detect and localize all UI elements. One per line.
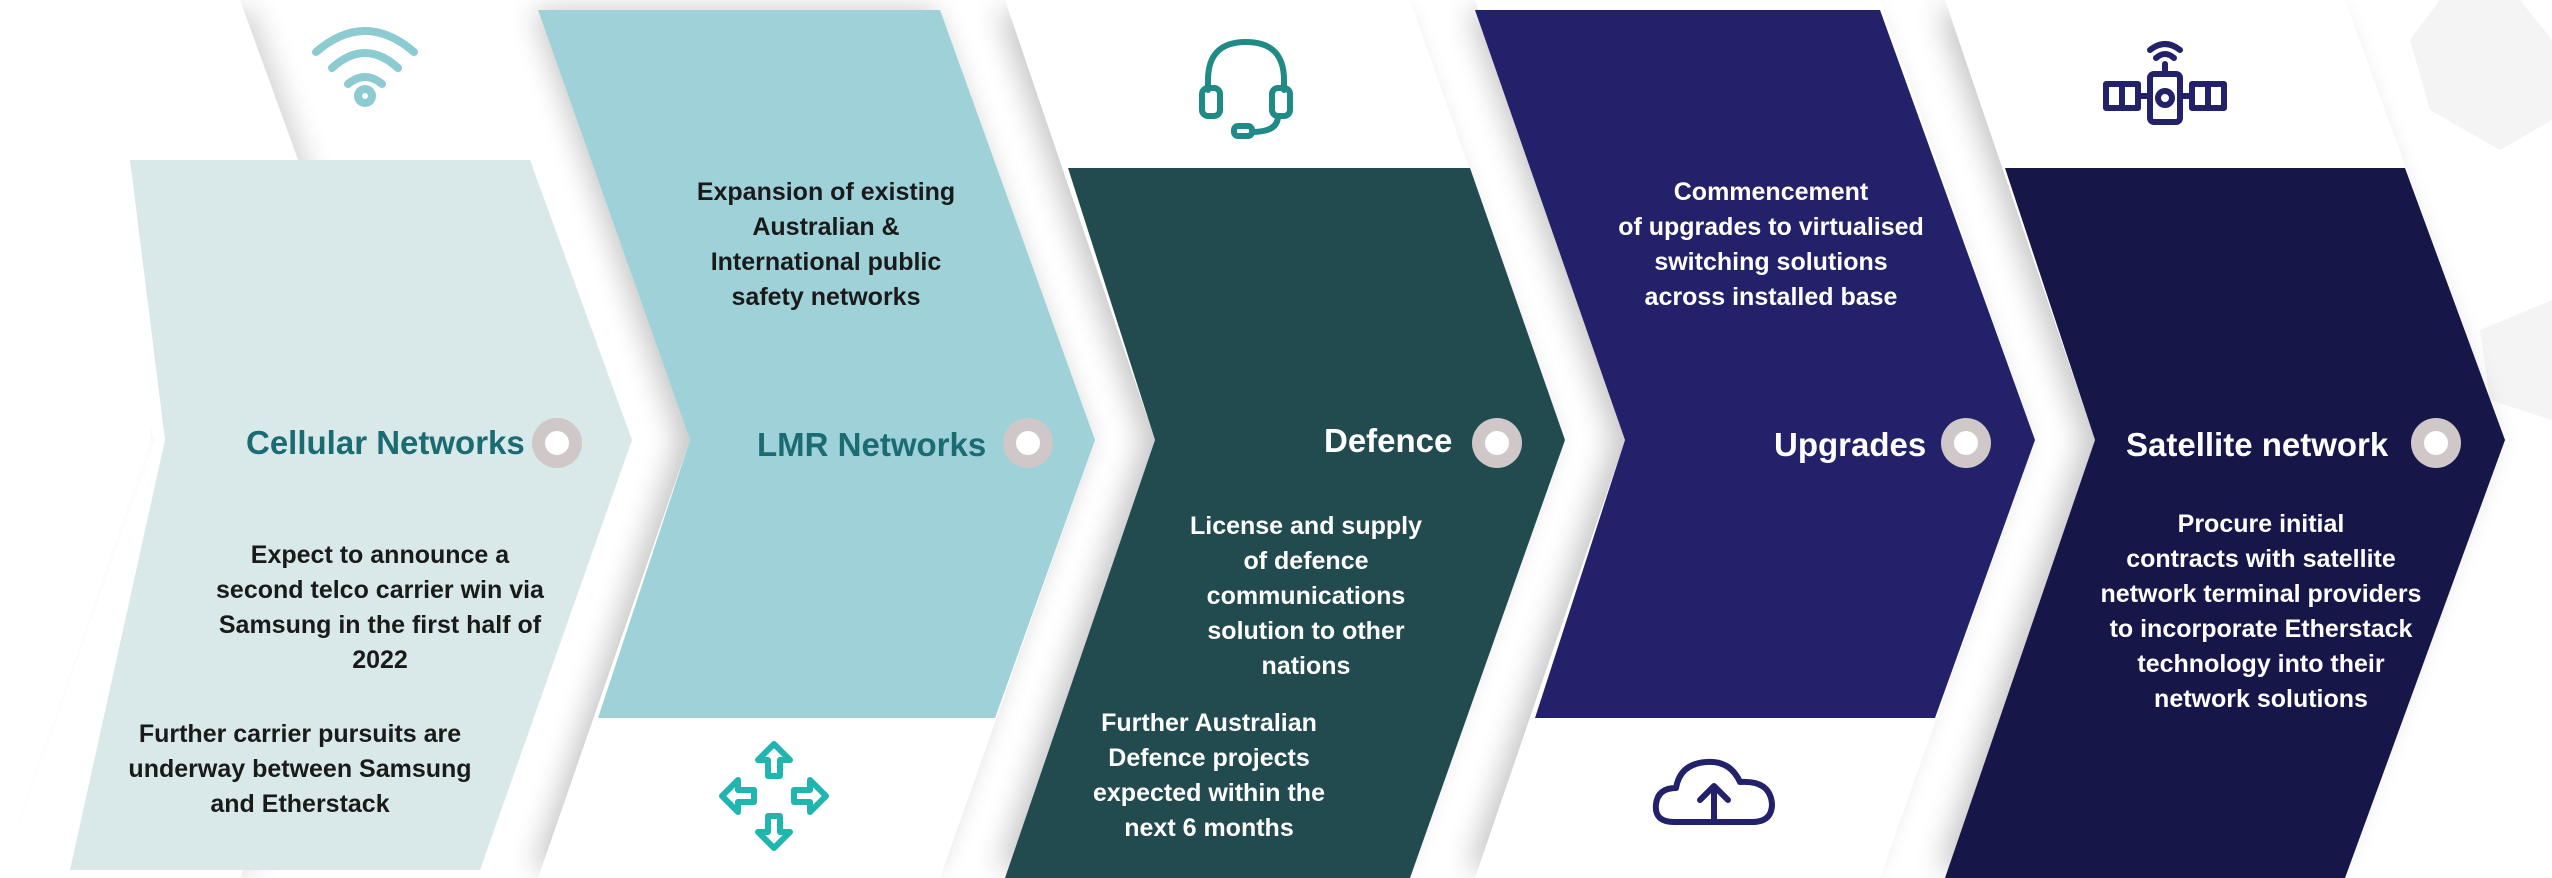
text-line: 2022: [352, 646, 408, 674]
text-line: International public: [710, 248, 942, 276]
upgrades-panel: [1475, 10, 2035, 718]
text-line: across installed base: [1644, 283, 1898, 311]
text-line: contracts with satellite: [2126, 545, 2396, 573]
cellular-panel: [70, 160, 632, 870]
text-line: and Etherstack: [210, 790, 390, 818]
lmr-networks-title: LMR Networks: [757, 426, 987, 463]
cloud-upload-icon: [1652, 758, 1775, 825]
lmr-networks-marker: [1003, 418, 1053, 468]
wifi-icon: [312, 27, 418, 107]
satellite-icon: [2103, 41, 2227, 125]
text-line: second telco carrier win via: [216, 576, 544, 604]
defence-description: License and supply of defence communicat…: [1106, 509, 1506, 684]
upgrades-marker: [1941, 418, 1991, 468]
text-line: to incorporate Etherstack: [2109, 615, 2413, 643]
decorative-hexagons: [2410, 0, 2552, 420]
text-line: Commencement: [1673, 178, 1869, 206]
stage-defence: [998, 0, 1565, 878]
text-line: License and supply: [1189, 512, 1422, 540]
headset-icon: [1199, 38, 1293, 139]
lmr-panel: [538, 10, 1095, 718]
satellite-network-marker: [2411, 418, 2461, 468]
satellite-panel: [1945, 168, 2505, 878]
lmr-networks-description: Expansion of existing Australian & Inter…: [626, 175, 1026, 315]
stage-upgrades: [1468, 0, 2035, 878]
cellular-networks-title: Cellular Networks: [246, 424, 525, 461]
upgrades-title: Upgrades: [1774, 426, 1927, 463]
stage-satellite-network: [1938, 0, 2505, 878]
text-line: Expansion of existing: [696, 178, 956, 206]
text-line: Samsung in the first half of: [218, 611, 542, 639]
text-line: expected within the: [1093, 779, 1325, 807]
text-line: of defence: [1243, 547, 1369, 575]
cellular-networks-marker: [532, 418, 582, 468]
text-line: next 6 months: [1124, 814, 1294, 842]
text-line: solution to other: [1207, 617, 1405, 645]
defence-panel: [1005, 168, 1565, 878]
text-line: switching solutions: [1654, 248, 1888, 276]
text-line: Defence projects: [1108, 744, 1310, 772]
stage-cellular-networks: [0, 0, 632, 878]
text-line: network solutions: [2154, 685, 2368, 713]
text-line: Expect to announce a: [250, 541, 510, 569]
text-line: technology into their: [2137, 650, 2385, 678]
text-line: underway between Samsung: [128, 755, 472, 783]
defence-note: Further Australian Defence projects expe…: [1009, 706, 1409, 846]
text-line: communications: [1206, 582, 1406, 610]
text-line: Further carrier pursuits are: [138, 720, 462, 748]
text-line: of upgrades to virtualised: [1618, 213, 1924, 241]
stage-lmr-networks: [533, 10, 1095, 878]
move-arrows-icon: [719, 741, 829, 851]
text-line: Further Australian: [1101, 709, 1317, 737]
text-line: nations: [1261, 652, 1351, 680]
satellite-network-title: Satellite network: [2126, 426, 2389, 463]
text-line: safety networks: [731, 283, 921, 311]
text-line: Australian &: [752, 213, 900, 241]
upgrades-description: Commencement of upgrades to virtualised …: [1571, 175, 1971, 315]
text-line: network terminal providers: [2100, 580, 2422, 608]
cellular-networks-note: Further carrier pursuits are underway be…: [100, 717, 500, 822]
defence-marker: [1472, 418, 1522, 468]
satellite-network-description: Procure initial contracts with satellite…: [2061, 507, 2461, 717]
cellular-networks-description: Expect to announce a second telco carrie…: [180, 538, 580, 678]
defence-title: Defence: [1324, 422, 1453, 459]
text-line: Procure initial: [2177, 510, 2345, 538]
